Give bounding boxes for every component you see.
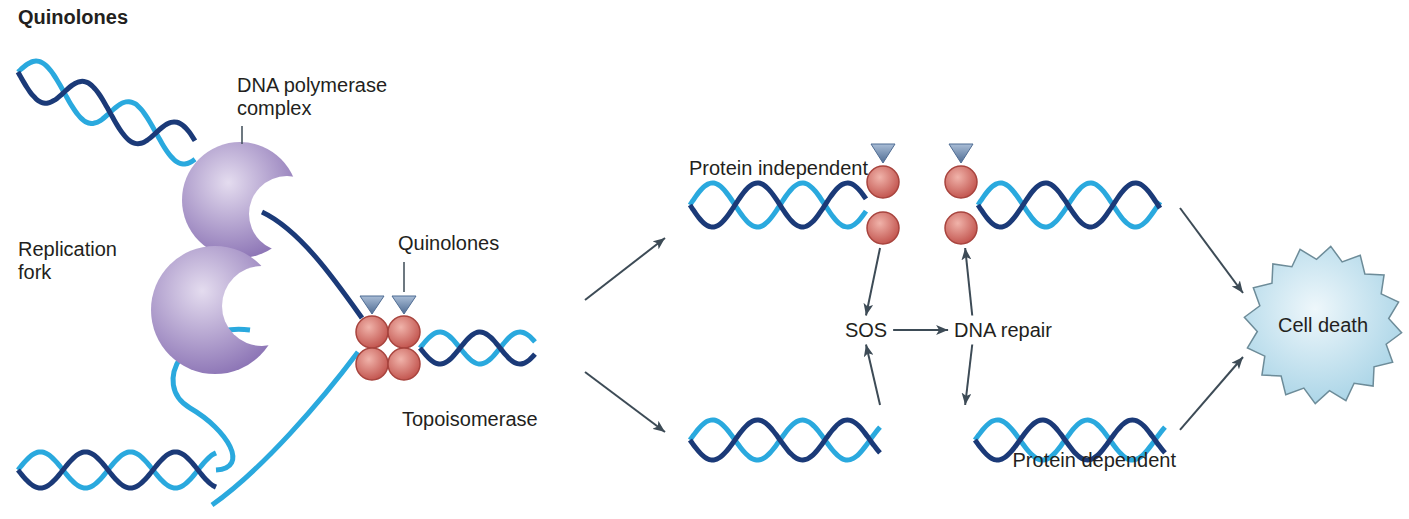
dna-strand xyxy=(690,420,880,460)
dna-strand xyxy=(978,183,1160,227)
node-text: SOS xyxy=(845,319,887,342)
dna-strand xyxy=(690,183,866,227)
polymerase-crescent xyxy=(182,142,298,258)
flow-arrow xyxy=(866,248,880,316)
pathway-group: Protein independent xyxy=(685,88,1180,248)
dna-strand xyxy=(420,332,535,364)
flow-arrow xyxy=(1180,208,1243,293)
leader-line xyxy=(403,262,405,292)
leader-line xyxy=(241,126,243,144)
dna-helices xyxy=(18,61,1165,488)
dna-strand xyxy=(690,420,880,460)
part-label: DNA polymerase complex xyxy=(237,74,417,120)
diagram-title: Quinolones xyxy=(18,6,128,29)
flow-arrow xyxy=(893,329,948,331)
dna-strand xyxy=(212,352,358,505)
part-label: Replication fork xyxy=(18,238,143,284)
flow-arrow xyxy=(1180,357,1243,430)
process-term: SOS xyxy=(839,316,893,345)
flow-arrow xyxy=(585,372,665,432)
dna-strand xyxy=(18,72,195,144)
outcome-starburst: Cell death xyxy=(1243,245,1403,405)
polymerase-crescent xyxy=(151,246,279,374)
dna-strand xyxy=(978,183,1160,227)
dna-strand xyxy=(18,452,216,488)
flow-arrow xyxy=(866,345,880,406)
process-term: DNA repair xyxy=(948,316,1058,345)
starburst-shape xyxy=(1244,246,1401,403)
bound-topoisomerase xyxy=(867,166,977,244)
flow-arrow xyxy=(965,345,972,406)
topoisomerase-subunits xyxy=(356,316,420,380)
node-text: Protein dependent xyxy=(1009,447,1180,474)
dna-strand xyxy=(690,183,866,227)
part-label: Quinolones xyxy=(398,232,499,255)
pathway-group: Protein dependent xyxy=(685,405,1180,515)
node-text: Protein independent xyxy=(685,155,872,182)
quinolone-triangles xyxy=(360,296,416,314)
flow-arrow xyxy=(585,238,665,300)
node-text: Cell death xyxy=(1274,312,1372,339)
flow-arrow xyxy=(965,248,972,316)
node-text: DNA repair xyxy=(954,319,1052,342)
dna-strand xyxy=(18,452,216,488)
quinolone-triangles xyxy=(871,144,973,163)
dna-strand xyxy=(420,332,535,364)
dna-strand xyxy=(18,61,195,164)
part-label: Topoisomerase xyxy=(402,408,538,431)
